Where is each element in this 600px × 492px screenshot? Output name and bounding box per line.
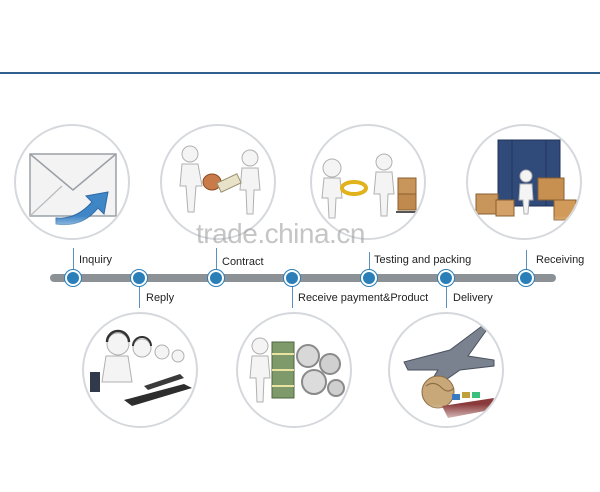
inquiry-connector (73, 248, 74, 270)
reply-bubble (82, 312, 198, 428)
container-boxes-icon (475, 139, 577, 221)
step-label-reply: Reply (146, 292, 175, 304)
step-label-delivery: Delivery (453, 292, 493, 304)
payment-bubble (236, 312, 352, 428)
timeline-dot-inquiry (65, 270, 81, 286)
envelope-icon (29, 153, 117, 226)
timeline-dot-testing (361, 270, 377, 286)
timeline-dot-payment (284, 270, 300, 286)
contract-connector (216, 248, 217, 270)
timeline-dot-receiving (518, 270, 534, 286)
receiving-bubble (466, 124, 582, 240)
reply-connector (139, 286, 140, 308)
timeline-bar (50, 274, 556, 282)
timeline-dot-contract (208, 270, 224, 286)
step-label-payment: Receive payment&Product (298, 292, 429, 304)
step-label-receiving: Receiving (536, 254, 585, 266)
testing-packing-bubble (310, 124, 426, 240)
testing-connector (369, 252, 370, 270)
money-gears-icon (249, 337, 345, 403)
step-label-inquiry: Inquiry (79, 254, 113, 266)
step-label-contract: Contract (222, 256, 264, 268)
delivery-connector (446, 286, 447, 308)
contract-bubble (160, 124, 276, 240)
timeline-dot-reply (131, 270, 147, 286)
step-label-testing: Testing and packing (374, 254, 472, 266)
inquiry-bubble (14, 124, 130, 240)
header-rule (0, 72, 600, 74)
payment-connector (292, 286, 293, 308)
handover-icon (179, 145, 261, 215)
watermark-text: trade.china.cn (196, 218, 365, 249)
customer-service-icon (90, 329, 192, 406)
delivery-bubble (388, 312, 504, 428)
receiving-connector (526, 250, 527, 270)
timeline-dot-delivery (438, 270, 454, 286)
